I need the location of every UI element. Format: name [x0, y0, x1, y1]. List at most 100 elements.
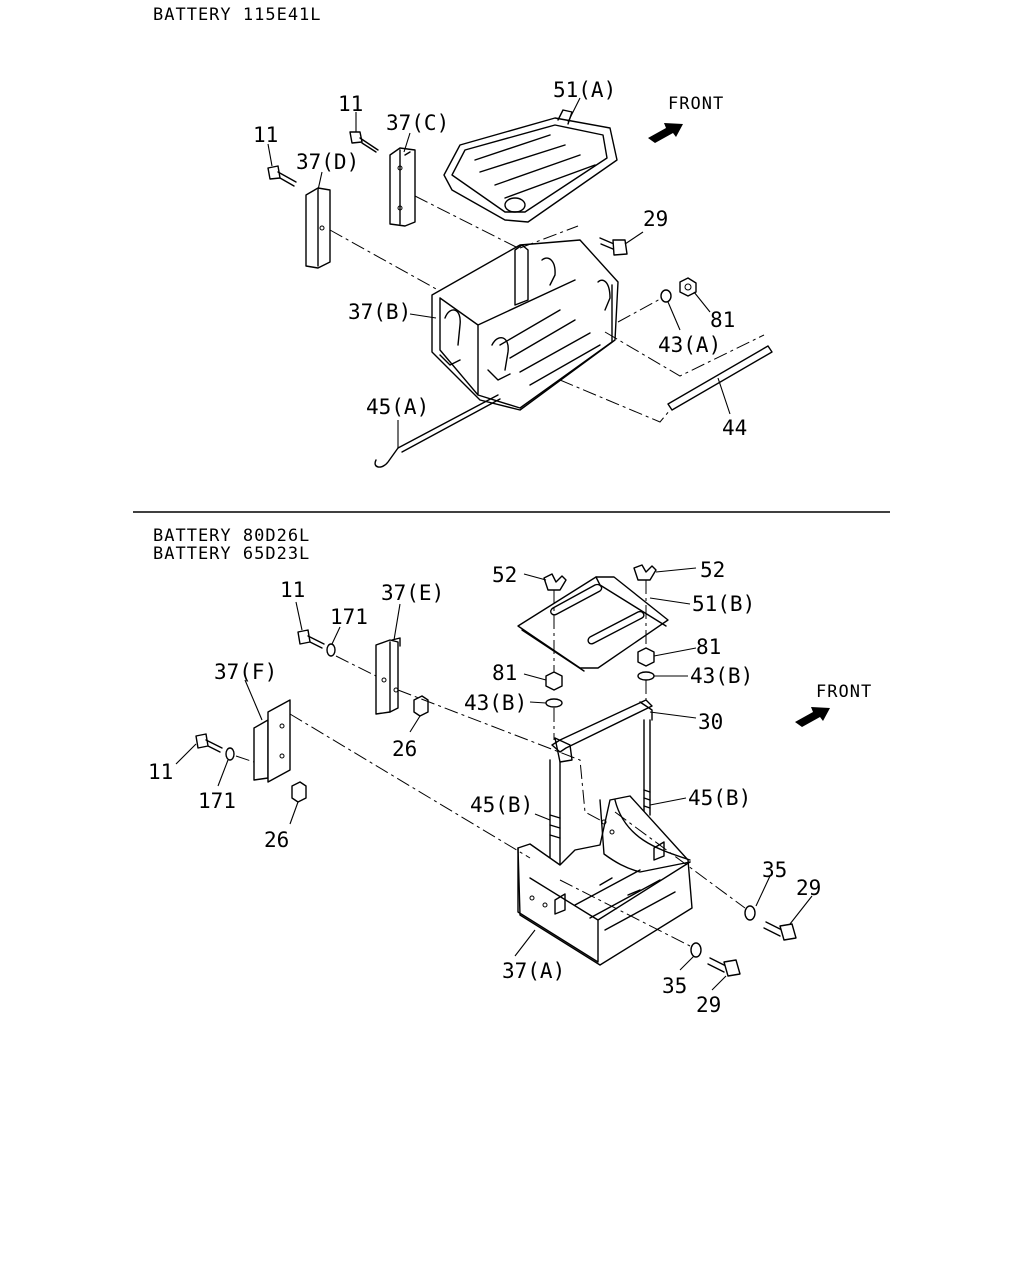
nut-81-right	[637, 647, 655, 667]
rod-44	[667, 345, 773, 411]
callout-11: 11	[280, 578, 305, 602]
callout-37f: 37(F)	[214, 660, 277, 684]
callout-11: 11	[148, 760, 173, 784]
rod-45a	[374, 394, 501, 468]
leader-line	[755, 875, 771, 907]
callout-45a: 45(A)	[366, 395, 429, 419]
leader-line	[217, 759, 229, 787]
bolt-11-lower	[195, 733, 223, 753]
bracket-37e	[375, 637, 401, 715]
phantom-line	[235, 755, 255, 763]
leader-line	[717, 377, 731, 415]
callout-43b: 43(B)	[690, 664, 753, 688]
phantom-line	[614, 811, 746, 909]
leader-line	[267, 143, 273, 167]
phantom-line	[414, 195, 519, 249]
bolt-29-right	[763, 921, 797, 941]
callout-81: 81	[710, 308, 735, 332]
callout-29: 29	[696, 993, 721, 1017]
leader-line	[667, 301, 681, 331]
leader-line	[409, 715, 421, 733]
callout-11: 11	[338, 92, 363, 116]
rod-45b-right	[643, 719, 651, 816]
callout-52: 52	[700, 558, 725, 582]
leader-line	[523, 573, 547, 581]
nut-81-left	[545, 671, 563, 691]
battery-cover-51b	[517, 576, 669, 672]
callout-52: 52	[492, 563, 517, 587]
callout-37e: 37(E)	[381, 581, 444, 605]
callout-37b: 37(B)	[348, 300, 411, 324]
leader-line	[403, 132, 411, 153]
section2-title-line2: BATTERY 65D23L	[153, 544, 310, 564]
leader-line	[289, 801, 299, 825]
callout-26: 26	[392, 737, 417, 761]
bolt-11-upper	[297, 629, 325, 649]
leader-line	[393, 603, 401, 641]
front-arrow-icon	[648, 123, 683, 143]
bracket-37c	[389, 147, 416, 227]
leader-line	[655, 567, 697, 573]
leader-line	[409, 313, 437, 319]
nut-81-upper	[679, 277, 697, 297]
phantom-line	[604, 331, 765, 377]
callout-35: 35	[662, 974, 687, 998]
washer-171-upper	[326, 643, 336, 657]
callout-44: 44	[722, 416, 747, 440]
battery-cover-51a	[443, 109, 618, 223]
bolt-11-upper	[349, 131, 379, 153]
leader-line	[175, 743, 197, 765]
washer-43b-right	[637, 671, 655, 681]
bolt-11-lower	[267, 165, 297, 187]
leader-line	[244, 679, 263, 721]
callout-26: 26	[264, 828, 289, 852]
leader-line	[649, 711, 697, 719]
leader-line	[534, 813, 551, 821]
bracket-37d	[305, 187, 331, 269]
leader-line	[295, 601, 303, 631]
callout-81: 81	[696, 635, 721, 659]
callout-11: 11	[253, 123, 278, 147]
leader-line	[331, 626, 341, 645]
nut-26-lower	[291, 781, 307, 803]
front-arrow-icon	[795, 707, 830, 727]
leader-line	[317, 171, 323, 191]
bolt-29-lower	[707, 957, 741, 977]
leader-line	[649, 797, 687, 806]
phantom-line	[519, 225, 579, 249]
callout-37d: 37(D)	[296, 150, 359, 174]
leader-line	[523, 673, 547, 681]
battery-tray-37b	[431, 239, 619, 411]
phantom-line	[397, 689, 601, 821]
nut-26-upper	[413, 695, 429, 717]
phantom-line	[329, 229, 439, 291]
leader-line	[693, 291, 711, 313]
callout-43b: 43(B)	[464, 691, 527, 715]
callout-45b: 45(B)	[688, 786, 751, 810]
callout-171: 171	[330, 605, 368, 629]
callout-30: 30	[698, 710, 723, 734]
leader-line	[711, 975, 727, 991]
callout-43a: 43(A)	[658, 333, 721, 357]
callout-29: 29	[796, 876, 821, 900]
washer-171-lower	[225, 747, 235, 761]
phantom-line	[617, 297, 663, 323]
leader-line	[679, 955, 695, 971]
callout-51b: 51(B)	[692, 592, 755, 616]
section1-title: BATTERY 115E41L	[153, 5, 322, 25]
wing-nut-52-left	[543, 573, 567, 591]
bracket-37f	[253, 699, 291, 783]
callout-81: 81	[492, 661, 517, 685]
bolt-29-upper	[599, 237, 628, 256]
leader-line	[649, 597, 691, 605]
washer-35-right	[744, 905, 756, 921]
bracket-30	[551, 699, 653, 763]
phantom-line	[335, 655, 377, 677]
callout-51a: 51(A)	[553, 78, 616, 102]
callout-37a: 37(A)	[502, 959, 565, 983]
callout-35: 35	[762, 858, 787, 882]
washer-35-lower	[690, 942, 702, 958]
leader-line	[567, 97, 581, 123]
phantom-line	[289, 713, 531, 859]
